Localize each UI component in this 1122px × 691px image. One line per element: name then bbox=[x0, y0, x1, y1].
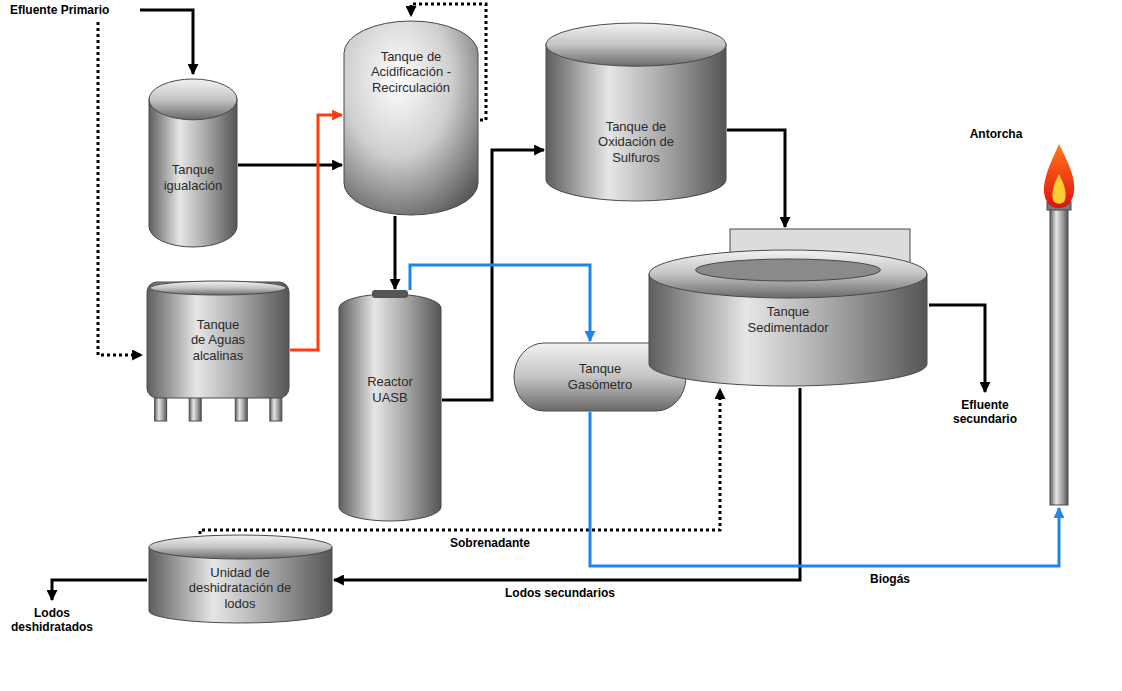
node-label: Reactor UASB bbox=[360, 374, 420, 405]
node-label: Unidad de deshidratación de lodos bbox=[179, 565, 301, 612]
settler-top bbox=[649, 250, 927, 298]
text-group: Tanque de Acidificación - Recirculación bbox=[361, 49, 461, 96]
node-label: Tanque de Acidificación - Recirculación bbox=[361, 49, 461, 96]
flow-line bbox=[590, 412, 1059, 566]
stream-label: Efluente Primario bbox=[10, 3, 135, 17]
text-group: Tanque Gasómetro bbox=[560, 361, 640, 392]
flow-label: Sobrenadante bbox=[448, 536, 532, 550]
tank-body bbox=[149, 98, 237, 247]
tank-shape bbox=[962, 122, 1082, 507]
flow-line bbox=[290, 115, 342, 350]
node-label: Tanque de Aguas alcalinas bbox=[188, 317, 248, 364]
node-label: Tanque igualación bbox=[151, 162, 235, 193]
flow-line bbox=[394, 216, 397, 289]
inflow-branch-line bbox=[98, 22, 142, 355]
node-label: Antorcha bbox=[962, 127, 1030, 141]
text-group: Reactor UASB bbox=[360, 374, 420, 405]
tank-top bbox=[149, 79, 237, 120]
capsule-tank: Tanque de Acidificación - Recirculación bbox=[343, 20, 479, 216]
flow-line bbox=[727, 130, 785, 227]
node-label: Tanque Sedimentador bbox=[738, 304, 838, 335]
flare-tank: Antorcha bbox=[962, 122, 1082, 507]
tank-body bbox=[147, 282, 289, 398]
reactor-cap bbox=[372, 290, 408, 298]
tank-shape bbox=[545, 22, 727, 202]
reactor-tank: Reactor UASB bbox=[338, 290, 442, 522]
cylinder-tank: Tanque de Oxidación de Sulfuros bbox=[545, 22, 727, 202]
text-group: Antorcha bbox=[962, 127, 1030, 141]
cylinder-tank: Tanque igualación bbox=[148, 78, 238, 248]
flare-pole bbox=[1050, 206, 1068, 505]
sludge-out-line bbox=[52, 580, 147, 600]
legs-tank: Tanque de Aguas alcalinas bbox=[146, 278, 290, 422]
stream-label: Lodos deshidratados bbox=[4, 606, 100, 635]
disk-tank: Unidad de deshidratación de lodos bbox=[148, 534, 333, 624]
settler-opening bbox=[696, 259, 881, 281]
node-label: Tanque Gasómetro bbox=[560, 361, 640, 392]
flow-line bbox=[238, 164, 342, 167]
text-group: Tanque igualación bbox=[151, 162, 235, 193]
text-group: Tanque Sedimentador bbox=[738, 304, 838, 335]
outflow-line bbox=[929, 305, 985, 392]
flow-label: Lodos secundarios bbox=[503, 586, 617, 600]
stream-label: Efluente secundario bbox=[943, 398, 1027, 427]
flare-flame bbox=[1044, 144, 1074, 208]
text-group: Unidad de deshidratación de lodos bbox=[179, 565, 301, 612]
node-label: Tanque de Oxidación de Sulfuros bbox=[591, 119, 681, 166]
tank-body bbox=[344, 21, 478, 215]
flow-label: Biogás bbox=[868, 572, 912, 586]
dewatering-top bbox=[149, 535, 332, 559]
text-group: Tanque de Oxidación de Sulfuros bbox=[591, 119, 681, 166]
tank-top bbox=[150, 281, 286, 295]
reactor-body bbox=[339, 294, 441, 521]
flare-inner bbox=[1052, 174, 1065, 204]
tank-shape bbox=[338, 290, 442, 522]
text-group: Tanque de Aguas alcalinas bbox=[188, 317, 248, 364]
settler-tank: Tanque Sedimentador bbox=[648, 228, 928, 388]
inflow-line bbox=[140, 10, 193, 74]
tank-top bbox=[546, 23, 726, 66]
tank-body bbox=[546, 44, 726, 201]
